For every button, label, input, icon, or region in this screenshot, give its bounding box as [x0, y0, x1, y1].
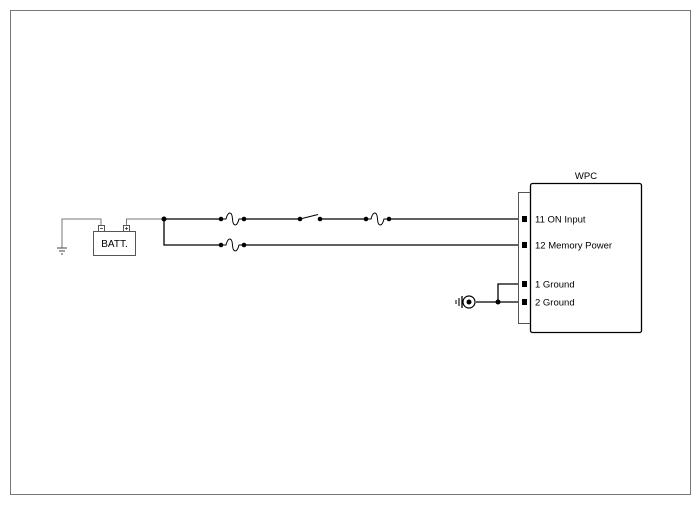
fuse-terminal-node	[241, 216, 247, 222]
wpc-module: WPC 11 ON Input 12 Memory Power 1 Ground…	[518, 171, 643, 334]
battery-ground-lead	[61, 218, 102, 248]
wpc-title: WPC	[575, 171, 597, 182]
pin-label-memory-power: 12 Memory Power	[535, 241, 612, 252]
pin-terminal	[522, 299, 527, 305]
pin-label-on-input: 11 ON Input	[535, 215, 586, 226]
fuse-terminal-node	[218, 216, 224, 222]
switch-icon	[297, 214, 323, 222]
fuse-terminal-node	[363, 216, 369, 222]
battery-positive-lead	[126, 218, 164, 225]
chassis-ground-icon	[455, 295, 476, 309]
pin-terminal	[522, 242, 527, 248]
fuse-terminal-node	[386, 216, 392, 222]
fuse-icon	[366, 212, 389, 226]
diagram-frame	[10, 10, 691, 495]
pin-label-ground-2: 2 Ground	[535, 298, 575, 309]
wpc-body	[529, 182, 643, 334]
ground-wire	[476, 283, 522, 303]
battery-body	[93, 231, 136, 256]
fuse-terminal-node	[218, 242, 224, 248]
fuse-terminal-node	[241, 242, 247, 248]
ground-symbol-icon	[57, 247, 67, 255]
pin-terminal	[522, 281, 527, 287]
fuse-icon	[221, 238, 244, 252]
fuse-icon	[221, 212, 244, 226]
pin-label-ground-1: 1 Ground	[535, 280, 575, 291]
pin-terminal	[522, 216, 527, 222]
battery-label: BATT.	[101, 239, 127, 250]
memory-power-wire	[163, 219, 522, 246]
battery: BATT.	[93, 225, 136, 256]
ground-splice-node	[495, 299, 501, 305]
